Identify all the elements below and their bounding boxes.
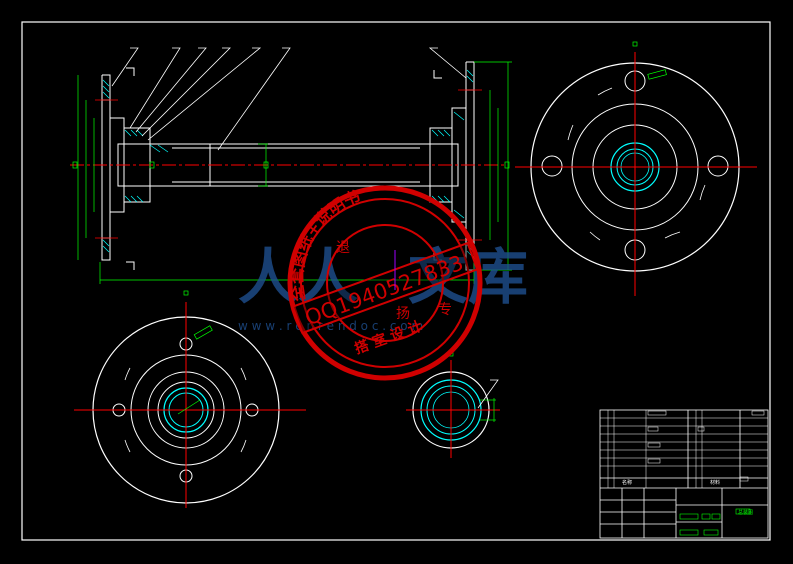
stamp-inner-left-char: 退 bbox=[336, 240, 350, 256]
right-end-view bbox=[515, 41, 757, 296]
front-view-dimensions bbox=[72, 61, 512, 284]
sheet-border bbox=[21, 21, 771, 541]
bom-rows bbox=[600, 410, 768, 488]
title-block-material-label: 材料 bbox=[710, 479, 720, 486]
stamp-inner-bottom-char: 扬 bbox=[396, 306, 410, 322]
left-flange-hatch bbox=[102, 79, 169, 253]
stamp-center-band bbox=[291, 241, 479, 335]
stamp-inner-right-char: 专 bbox=[438, 302, 452, 318]
title-block-name-label: 名称 bbox=[622, 479, 632, 486]
title-block-drawing-label: 总装图 bbox=[738, 509, 753, 516]
part-leaders bbox=[111, 47, 467, 151]
left-end-view bbox=[74, 290, 306, 508]
watermark-url: w w w . r e n r e n d o c . c o m bbox=[238, 319, 423, 333]
title-block-green-fields bbox=[679, 508, 751, 536]
